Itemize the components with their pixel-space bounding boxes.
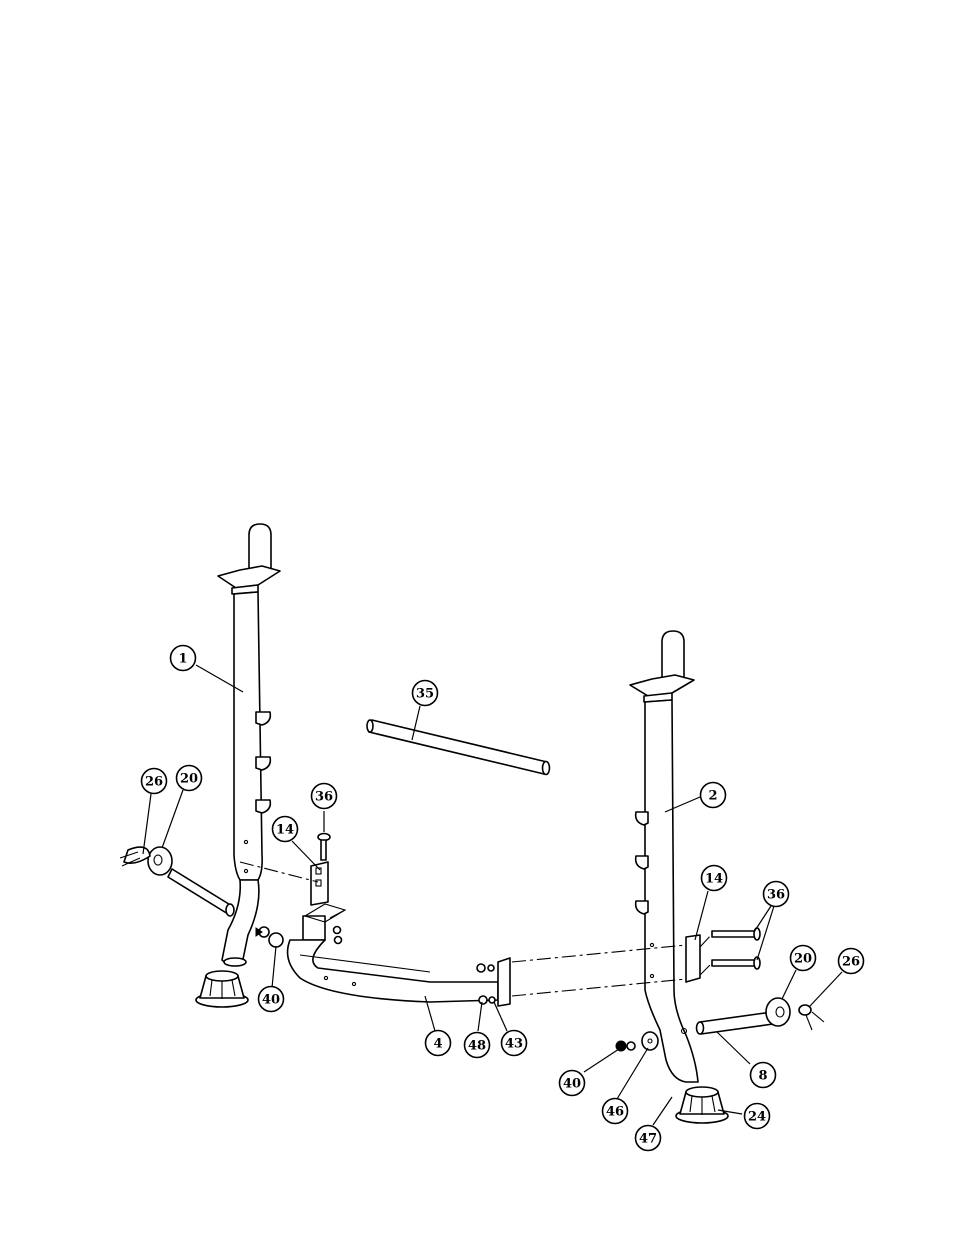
callout-label: 36 <box>315 790 333 805</box>
callout-36-right: 36 <box>764 882 789 907</box>
callout-47: 47 <box>636 1126 661 1151</box>
callout-label: 14 <box>276 823 294 838</box>
right-weight-plate <box>766 998 790 1026</box>
right-spring-clip <box>799 1005 824 1030</box>
callout-20-right: 20 <box>791 946 816 971</box>
callout-20-left: 20 <box>177 766 202 791</box>
callout-label: 47 <box>639 1132 657 1147</box>
callout-label: 24 <box>748 1110 766 1125</box>
left-weight-horn <box>168 869 234 916</box>
left-bolt <box>318 834 330 861</box>
callout-label: 40 <box>563 1077 581 1092</box>
callout-40-right: 40 <box>560 1071 585 1096</box>
left-upright <box>218 524 280 966</box>
right-upright <box>630 631 698 1082</box>
callout-label: 2 <box>708 789 717 804</box>
callout-label: 14 <box>705 872 723 887</box>
callout-label: 26 <box>842 955 860 970</box>
callout-label: 8 <box>758 1069 767 1084</box>
right-weight-horn <box>697 1012 774 1034</box>
left-foot-cap <box>196 971 248 1007</box>
callout-label: 40 <box>262 993 280 1008</box>
callout-36-left: 36 <box>312 784 337 809</box>
callout-48: 48 <box>465 1033 490 1058</box>
left-bracket-plate <box>311 862 328 905</box>
callout-14-right: 14 <box>702 866 727 891</box>
callout-35: 35 <box>413 681 438 706</box>
cross-bar <box>367 720 550 775</box>
right-washer-46 <box>642 1032 658 1050</box>
base-frame <box>288 904 510 1006</box>
left-spring-clip <box>120 847 150 866</box>
callout-43: 43 <box>502 1031 527 1056</box>
callout-4: 4 <box>426 1031 451 1056</box>
callout-label: 4 <box>433 1037 442 1052</box>
callout-26-right: 26 <box>839 949 864 974</box>
callout-label: 26 <box>145 775 163 790</box>
callout-label: 48 <box>468 1039 486 1054</box>
right-foot-cap <box>676 1087 728 1123</box>
callout-24: 24 <box>745 1104 770 1129</box>
right-bracket-plate <box>686 935 700 982</box>
callout-26-left: 26 <box>142 769 167 794</box>
callout-40-left: 40 <box>259 987 284 1012</box>
callout-14-left: 14 <box>273 817 298 842</box>
callout-1: 1 <box>171 646 196 671</box>
callout-2: 2 <box>701 783 726 808</box>
callout-label: 35 <box>416 687 434 702</box>
callout-label: 20 <box>794 952 812 967</box>
callout-label: 46 <box>606 1105 624 1120</box>
left-weight-plate <box>148 847 172 875</box>
callout-label: 20 <box>180 772 198 787</box>
right-bolts <box>712 928 760 969</box>
callout-label: 43 <box>505 1037 523 1052</box>
callout-label: 36 <box>767 888 785 903</box>
left-bolt-40 <box>256 927 283 947</box>
callout-8: 8 <box>751 1063 776 1088</box>
callout-46: 46 <box>603 1099 628 1124</box>
callout-label: 1 <box>178 652 187 667</box>
